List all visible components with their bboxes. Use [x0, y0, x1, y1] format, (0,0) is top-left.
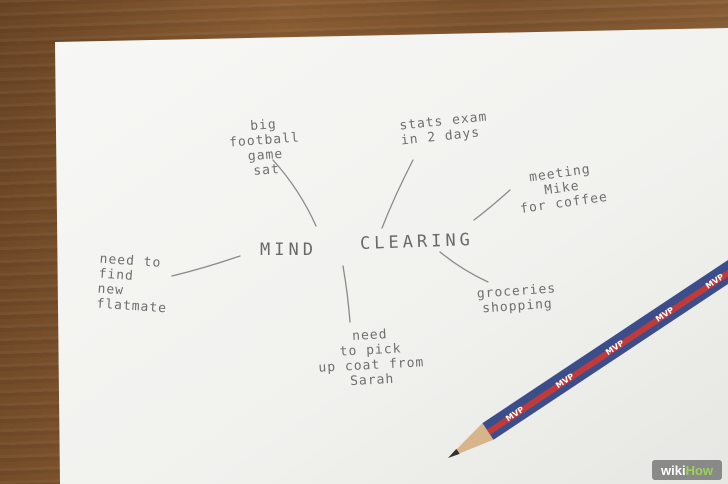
center-word-mind: MIND	[260, 240, 317, 260]
pencil-wood-tip	[448, 423, 494, 458]
connector-football	[272, 159, 317, 227]
connector-stats	[381, 159, 414, 229]
connector-meeting	[473, 189, 511, 221]
connector-groceries	[439, 251, 489, 283]
logo-how-text: How	[685, 462, 714, 478]
pencil-stripe	[486, 241, 728, 435]
connector-flatmate	[171, 255, 241, 277]
paper-surface	[55, 28, 728, 484]
logo-wiki-text: wiki	[660, 462, 686, 478]
pencil-graphite	[448, 448, 460, 458]
connector-coat	[342, 265, 351, 323]
